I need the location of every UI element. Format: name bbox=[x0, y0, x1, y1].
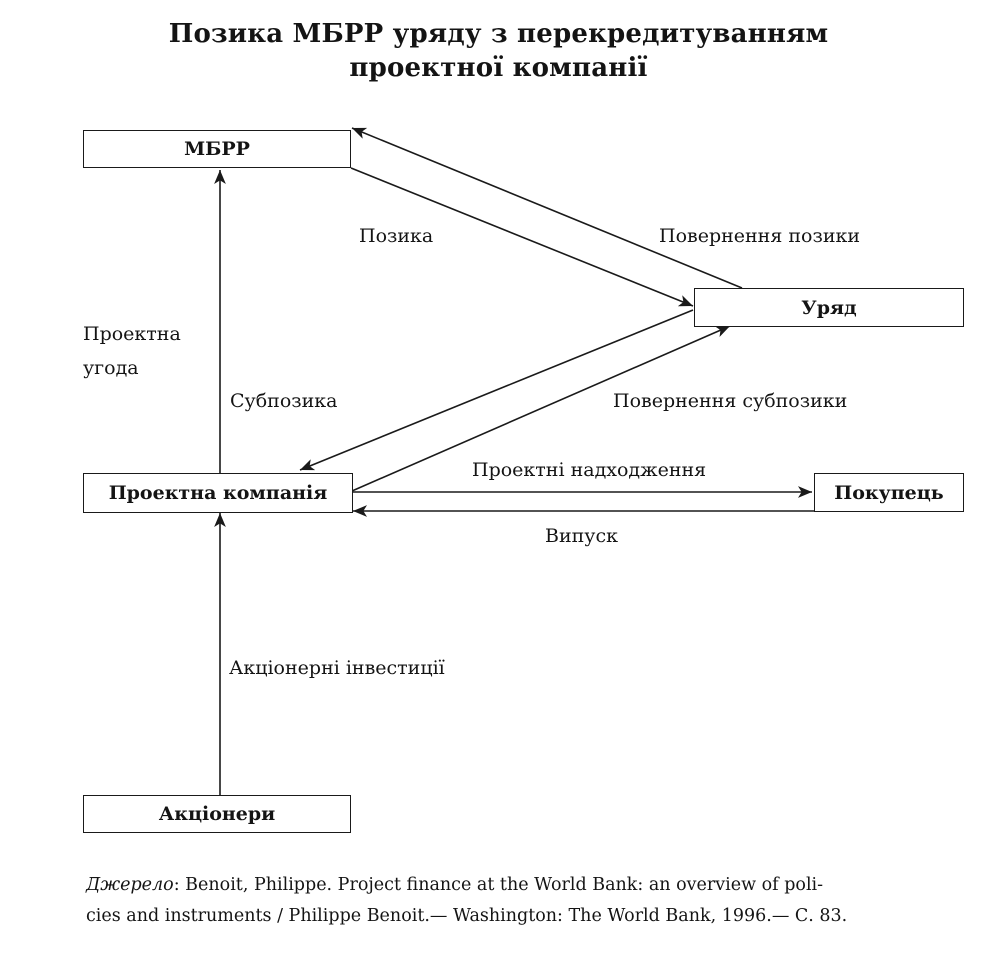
ibrd-label: МБРР bbox=[184, 138, 250, 160]
loan-repayment-label: Повернення позики bbox=[659, 225, 861, 247]
project-company-label: Проектна компанія bbox=[108, 482, 328, 504]
subloan-repayment-arrow bbox=[351, 325, 731, 492]
buyer-label: Покупець bbox=[834, 481, 944, 504]
government-label: Уряд bbox=[801, 296, 857, 319]
buyer-box: Покупець bbox=[814, 473, 964, 512]
diagram-title-line1: Позика МБРР уряду з перекредитуванням bbox=[168, 19, 829, 49]
loan-arrow bbox=[350, 167, 694, 307]
project-agreement-label-line1: Проектна bbox=[83, 323, 181, 345]
loan-label: Позика bbox=[359, 225, 434, 247]
ibrd-box: МБРР bbox=[83, 130, 351, 168]
source-text-line2: cies and instruments / Philippe Benoit.—… bbox=[86, 906, 848, 926]
shareholders-box: Акціонери bbox=[83, 795, 351, 833]
output-label: Випуск bbox=[545, 525, 618, 547]
source-text-line1: : Benoit, Philippe. Project finance at t… bbox=[173, 875, 824, 895]
project-agreement-label-line2: угода bbox=[83, 357, 139, 379]
project-revenues-label: Проектні надходження bbox=[472, 459, 707, 481]
subloan-label: Субпозика bbox=[230, 390, 338, 412]
source-prefix: Джерело bbox=[86, 875, 174, 895]
subloan-repayment-label: Повернення субпозики bbox=[613, 390, 848, 412]
government-box: Уряд bbox=[694, 288, 964, 327]
shareholders-label: Акціонери bbox=[158, 803, 276, 825]
subloan-arrow bbox=[299, 309, 694, 471]
equity-investments-label: Акціонерні інвестиції bbox=[229, 657, 445, 679]
source-citation: Джерело: Benoit, Philippe. Project finan… bbox=[86, 870, 966, 932]
project-company-box: Проектна компанія bbox=[83, 473, 353, 513]
diagram-title-line2: проектної компанії bbox=[349, 53, 648, 83]
loan-repayment-arrow bbox=[351, 127, 743, 289]
